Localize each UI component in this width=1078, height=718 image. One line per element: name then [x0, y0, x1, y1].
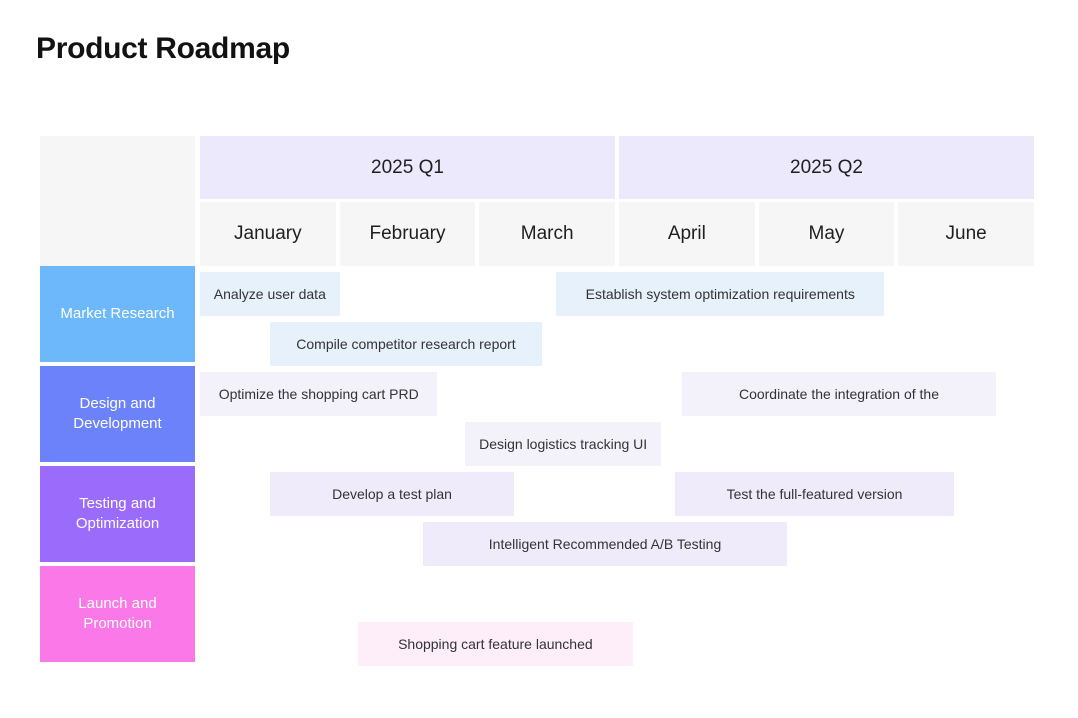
category-label-3[interactable]: Testing and Optimization [40, 466, 195, 562]
quarter-header-2: 2025 Q2 [619, 136, 1034, 199]
quarter-header-1: 2025 Q1 [200, 136, 615, 199]
month-header-march: March [479, 202, 615, 266]
month-header-february: February [339, 202, 476, 266]
task-bar[interactable]: Shopping cart feature launched [357, 622, 633, 666]
task-bar[interactable]: Optimize the shopping cart PRD [200, 372, 438, 416]
task-bar[interactable]: Coordinate the integration of the [681, 372, 997, 416]
month-header-january: January [200, 202, 336, 266]
task-bar[interactable]: Develop a test plan [269, 472, 515, 516]
month-header-june: June [898, 202, 1034, 266]
task-bar[interactable]: Test the full-featured version [674, 472, 955, 516]
month-header-may: May [758, 202, 895, 266]
task-bar[interactable]: Analyze user data [200, 272, 340, 316]
task-bar[interactable]: Intelligent Recommended A/B Testing [423, 522, 787, 566]
task-bar[interactable]: Establish system optimization requiremen… [556, 272, 885, 316]
gantt-corner-cell [40, 136, 195, 266]
month-header-april: April [619, 202, 755, 266]
category-label-4[interactable]: Launch and Promotion [40, 566, 195, 662]
page-title: Product Roadmap [36, 32, 290, 65]
task-bar[interactable]: Compile competitor research report [269, 322, 543, 366]
task-bar[interactable]: Design logistics tracking UI [465, 422, 661, 466]
category-label-2[interactable]: Design and Development [40, 366, 195, 462]
category-label-1[interactable]: Market Research [40, 266, 195, 362]
